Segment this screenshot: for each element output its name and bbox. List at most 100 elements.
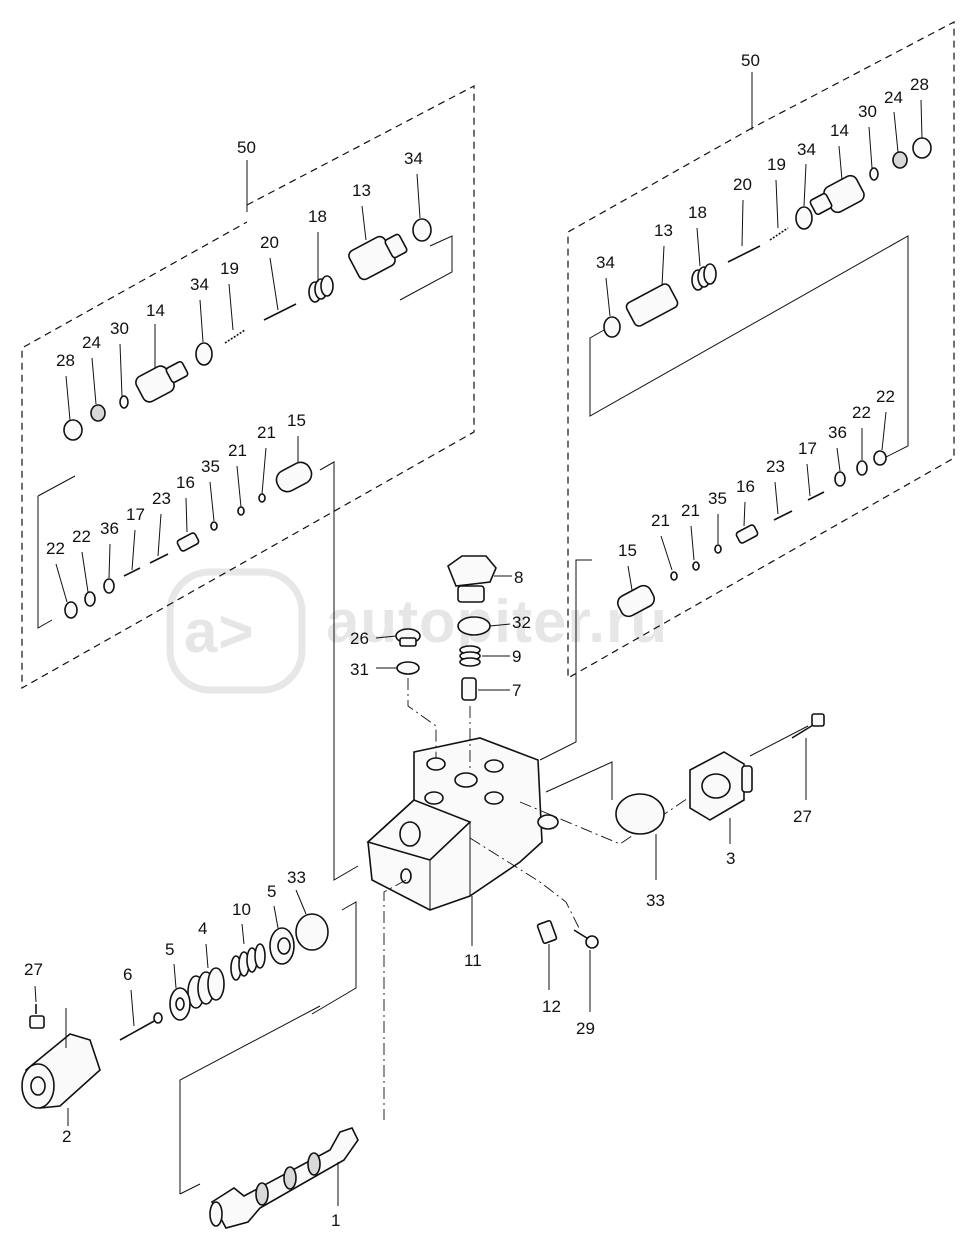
callout-leader <box>209 481 215 522</box>
callout-leader <box>108 543 111 579</box>
spring-9 <box>459 645 481 667</box>
callout-leader <box>65 375 71 421</box>
callout-leader <box>627 565 633 591</box>
ring-36 <box>834 471 846 487</box>
callout-leader <box>236 465 242 508</box>
spring-19 <box>769 227 789 241</box>
callout-leader <box>375 635 397 639</box>
callout-l50: 50 <box>237 138 256 157</box>
ring-21 <box>237 506 245 516</box>
seat-5 <box>169 987 191 1021</box>
callout-l34b: 34 <box>190 275 209 294</box>
callout-leader <box>173 963 177 989</box>
callout-leader <box>836 447 841 472</box>
ring-35 <box>210 521 218 531</box>
callout-l15: 15 <box>287 411 306 430</box>
callout-leader <box>881 411 887 451</box>
callout-l34a: 34 <box>404 149 423 168</box>
callout-leader <box>806 463 811 497</box>
callout-p29: 29 <box>576 1019 595 1038</box>
callout-leader <box>690 525 695 561</box>
valve-body-11 <box>366 737 559 911</box>
callout-leader <box>920 99 923 139</box>
callout-leader <box>91 357 97 405</box>
ring-36 <box>103 578 115 594</box>
callout-p12: 12 <box>542 997 561 1016</box>
watermark-logo-glyph: a> <box>184 598 254 665</box>
seat-16 <box>176 532 200 552</box>
spool-1 <box>209 1127 359 1229</box>
bolt-27 <box>29 1004 45 1029</box>
pin-20 <box>263 303 297 321</box>
assembly-line <box>37 496 53 629</box>
cap-2 <box>21 1033 101 1109</box>
callout-l21a: 21 <box>257 423 276 442</box>
callout-p5b: 5 <box>165 940 174 959</box>
assembly-line <box>37 475 76 497</box>
pin-6 <box>119 1012 163 1041</box>
right-valve-group <box>567 21 955 680</box>
callout-leader <box>741 199 744 247</box>
o-ring-34 <box>412 218 432 242</box>
callout-leader <box>775 179 779 229</box>
ring-22 <box>84 591 96 607</box>
callout-l20: 20 <box>260 233 279 252</box>
callout-r24: 24 <box>884 88 903 107</box>
nut-28 <box>912 137 932 159</box>
callout-leader <box>774 481 779 515</box>
callout-leader <box>295 889 307 915</box>
spring-19 <box>224 329 246 344</box>
ring-22 <box>856 460 868 476</box>
bolt-27 <box>749 713 825 757</box>
callout-leader <box>55 563 68 603</box>
flange-3 <box>689 751 753 821</box>
watermark-text: autopiter.ru <box>326 588 668 655</box>
callout-l24: 24 <box>82 333 101 352</box>
callout-leader <box>605 277 611 317</box>
screw-24 <box>892 151 908 169</box>
callout-p3: 3 <box>726 849 735 868</box>
plug-14 <box>135 360 189 403</box>
pin-17 <box>807 491 825 501</box>
watermark: a> autopiter.ru <box>166 568 668 694</box>
callout-leader <box>273 905 279 929</box>
callout-r35: 35 <box>708 489 727 508</box>
assembly-line <box>399 235 453 301</box>
callout-r30: 30 <box>858 102 877 121</box>
poppet-7 <box>461 677 477 701</box>
callout-leader <box>34 985 37 1003</box>
callout-l16: 16 <box>176 473 195 492</box>
callout-leader <box>893 111 899 153</box>
callout-leader <box>185 497 188 533</box>
callout-leader <box>489 623 511 627</box>
o-ring-33 <box>615 793 665 835</box>
callout-p6: 6 <box>123 965 132 984</box>
assembly-line <box>179 1183 201 1195</box>
callout-l22b: 22 <box>46 539 65 558</box>
seat-5 <box>269 927 295 965</box>
screw-29 <box>573 929 599 949</box>
callout-leader <box>838 145 843 181</box>
callout-p26: 26 <box>350 629 369 648</box>
callout-r15: 15 <box>618 541 637 560</box>
poppet-15 <box>275 461 313 493</box>
callout-p8: 8 <box>514 568 523 587</box>
ring-21 <box>670 571 678 581</box>
o-ring-34 <box>195 342 213 366</box>
ring-21 <box>692 561 700 571</box>
callout-leader <box>269 257 279 311</box>
callout-r22a: 22 <box>876 387 895 406</box>
pin-23 <box>149 553 169 564</box>
ring-35 <box>714 544 722 554</box>
callout-leader <box>205 943 209 969</box>
callout-r50: 50 <box>741 51 760 70</box>
callout-p2: 2 <box>62 1127 71 1146</box>
assembly-line <box>545 761 613 800</box>
assembly-line <box>319 461 335 512</box>
callout-leader <box>131 529 136 571</box>
o-ring-33 <box>295 913 329 951</box>
spring-18 <box>308 275 334 303</box>
callout-l22a: 22 <box>72 527 91 546</box>
callout-p33l: 33 <box>287 868 306 887</box>
